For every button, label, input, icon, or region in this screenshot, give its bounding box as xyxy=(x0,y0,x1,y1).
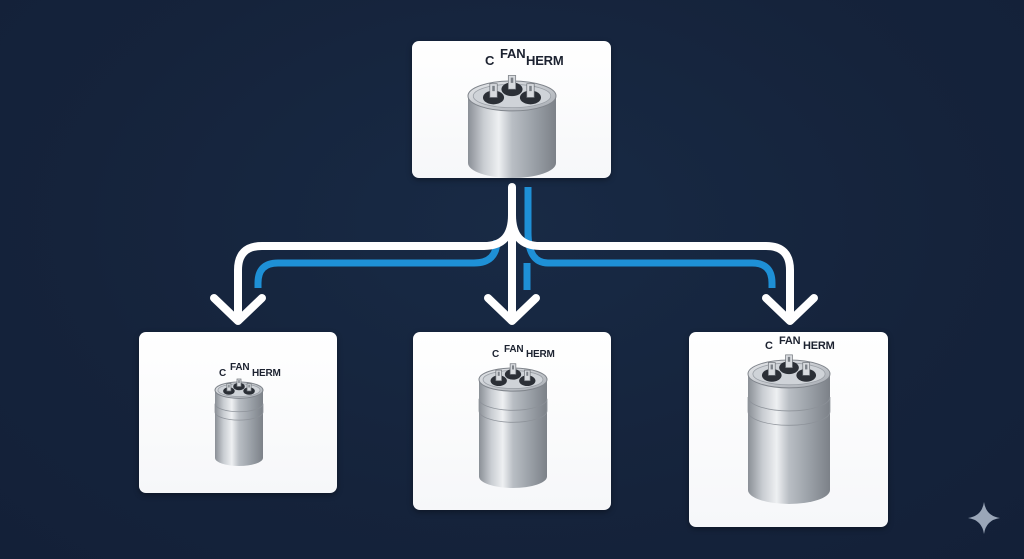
small-capacitor-card: C FAN HERM xyxy=(139,332,337,493)
terminal-label-c: C xyxy=(219,368,227,379)
capacitor-body xyxy=(747,354,831,504)
terminal-label-fan: FAN xyxy=(500,46,526,61)
terminal-label-fan: FAN xyxy=(504,344,524,355)
terminal-label-herm: HERM xyxy=(803,340,835,352)
capacitor-body xyxy=(214,378,264,466)
terminal-post xyxy=(504,363,522,380)
large-capacitor-image xyxy=(747,354,831,504)
terminal-post xyxy=(519,83,542,105)
terminal-label-c: C xyxy=(485,53,495,68)
small-capacitor-image xyxy=(214,378,264,466)
sparkle-icon xyxy=(968,502,1000,534)
arrow-down-left-icon xyxy=(210,294,266,325)
medium-capacitor-card: C FAN HERM xyxy=(413,332,611,510)
arrow-down-right-icon xyxy=(762,294,818,325)
source-capacitor-image xyxy=(467,75,557,178)
terminal-post xyxy=(501,75,523,97)
terminal-post xyxy=(233,378,245,391)
terminal-post xyxy=(243,383,255,395)
terminal-label-herm: HERM xyxy=(252,368,281,379)
terminal-post xyxy=(223,383,235,395)
terminal-label-herm: HERM xyxy=(526,349,555,360)
arrow-branch-left xyxy=(234,211,516,322)
terminal-label-fan: FAN xyxy=(779,335,801,347)
terminal-post xyxy=(482,83,505,105)
large-capacitor-card: C FAN HERM xyxy=(689,332,888,527)
accent-line-left xyxy=(254,239,501,288)
capacitor-body xyxy=(478,363,548,488)
terminal-post xyxy=(796,362,817,382)
arrow-down-icon xyxy=(484,294,540,325)
terminal-post xyxy=(519,369,536,387)
terminal-label-herm: HERM xyxy=(526,53,564,68)
medium-capacitor-image xyxy=(478,363,548,488)
capacitor-body xyxy=(467,75,557,178)
arrow-branch-right xyxy=(508,211,794,322)
accent-line-right xyxy=(524,187,776,288)
terminal-label-c: C xyxy=(765,340,773,352)
terminal-post xyxy=(779,354,799,375)
terminal-post xyxy=(490,369,507,387)
terminal-post xyxy=(761,362,782,382)
terminal-label-c: C xyxy=(492,349,500,360)
source-card: C FAN HERM xyxy=(412,41,611,178)
terminal-label-fan: FAN xyxy=(230,362,250,373)
